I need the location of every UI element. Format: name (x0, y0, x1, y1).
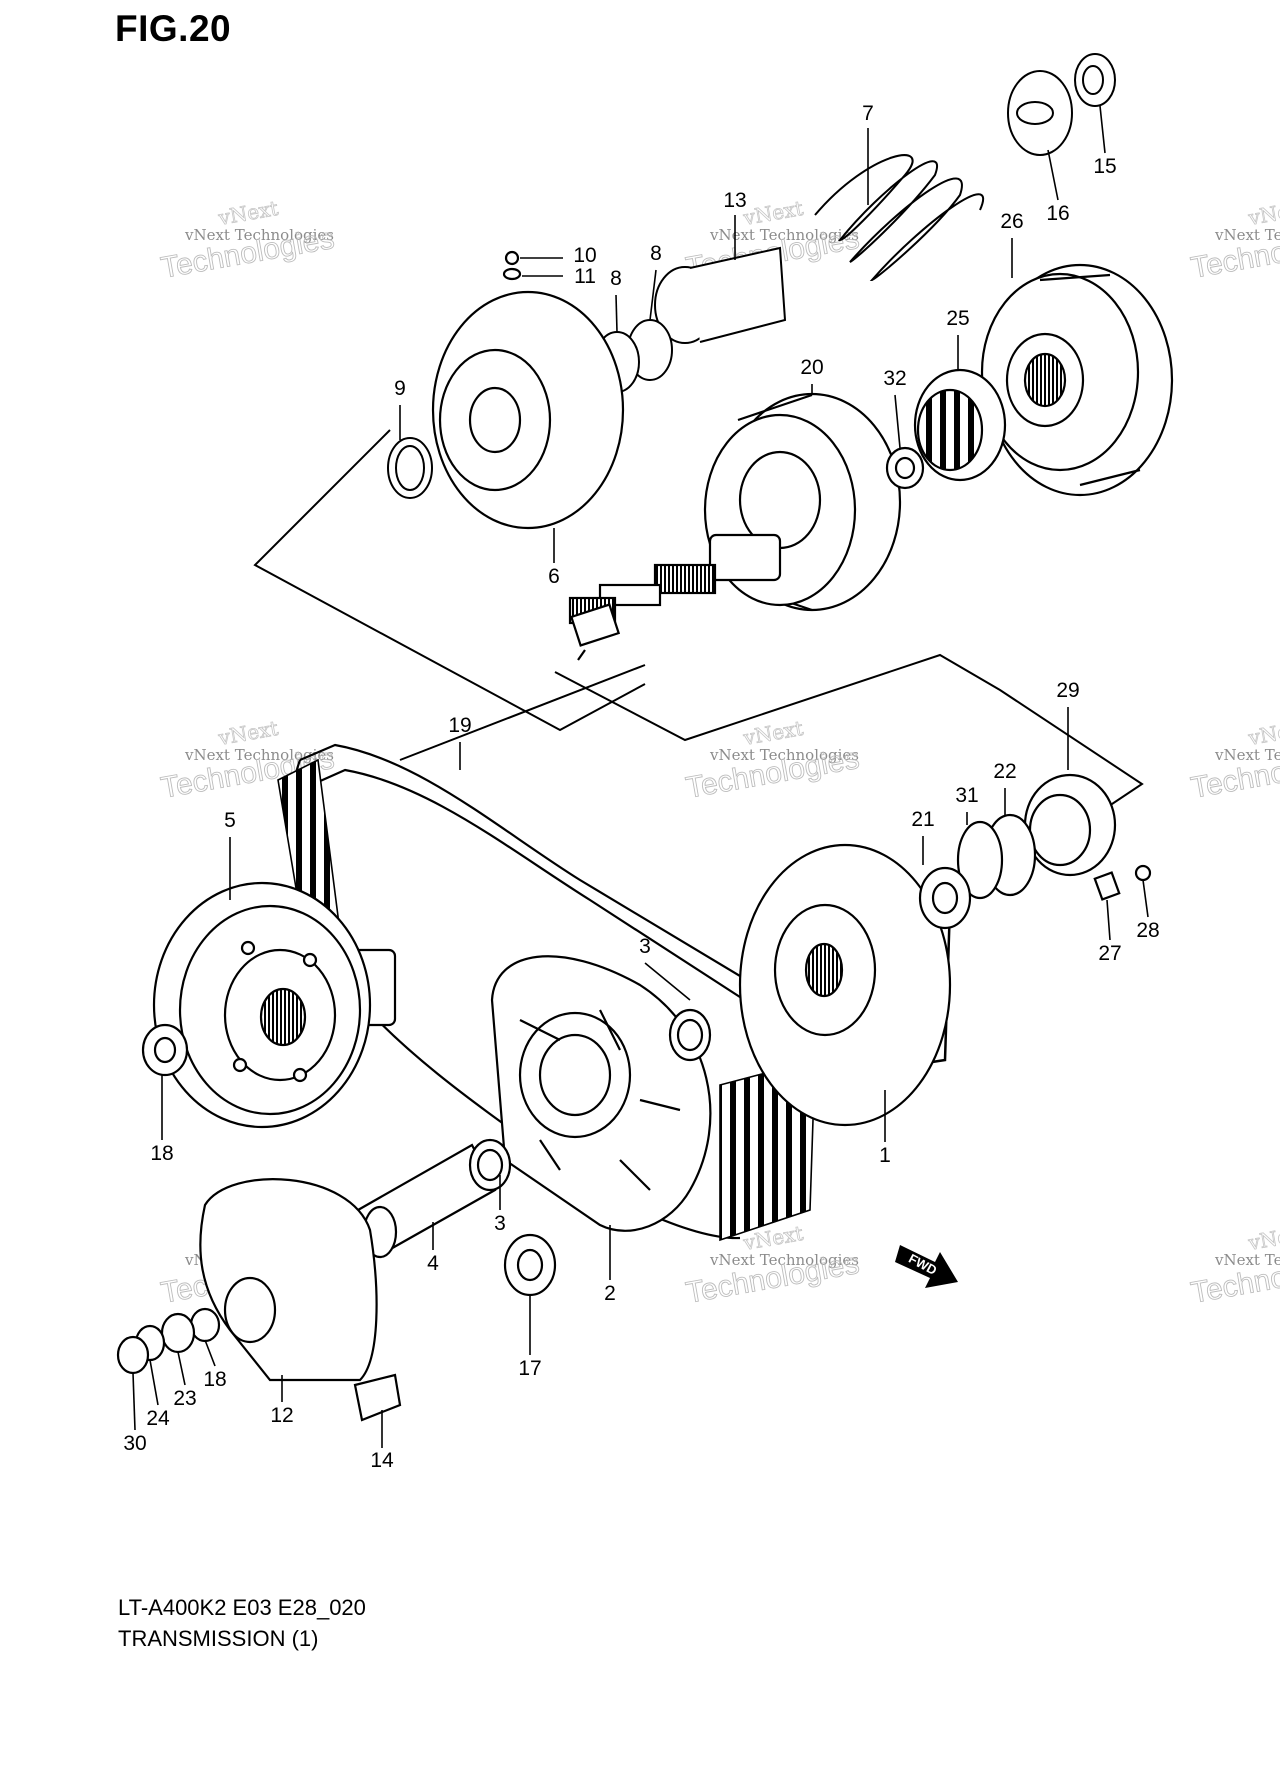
callout-part-p20: 20 (800, 356, 823, 379)
leader-line-p27 (1106, 899, 1111, 941)
watermark-company: vNext Technologies (709, 226, 859, 244)
callout-part-p16: 16 (1046, 202, 1069, 225)
callout-part-p30: 30 (123, 1432, 146, 1455)
callout-part-p21: 21 (911, 808, 934, 831)
diagram-caption: LT-A400K2 E03 E28_020 TRANSMISSION (1) (118, 1592, 366, 1654)
bearing-set-right (918, 773, 1152, 930)
leader-line-p18b (204, 1339, 216, 1367)
figure-title: FIG.20 (115, 8, 232, 49)
callout-part-p8b: 8 (650, 242, 662, 265)
spring-and-collar-assembly (387, 53, 1116, 499)
callout-part-p3a: 3 (639, 935, 651, 958)
leader-line-p24 (149, 1359, 159, 1406)
part-callouts: 1233456788910111213141516171818192021222… (123, 102, 1159, 1472)
watermark-company: vNext Technologies (1214, 746, 1280, 764)
watermark-company: vNext Technologies (184, 226, 334, 244)
leader-line-p30 (132, 1372, 136, 1431)
movable-drive-face (490, 955, 712, 1232)
leader-line-p23 (177, 1351, 186, 1386)
watermark-top: vNext (741, 196, 805, 230)
watermark-company: vNext Technologies (709, 1251, 859, 1269)
callout-part-p12: 12 (270, 1404, 293, 1427)
watermark-top: vNext (216, 196, 280, 230)
leader-line-p3a (644, 962, 691, 1001)
callout-part-p26: 26 (1000, 210, 1023, 233)
callout-part-p24: 24 (146, 1407, 170, 1430)
callout-part-p14: 14 (370, 1449, 394, 1472)
callout-part-p8a: 8 (610, 267, 622, 290)
callout-part-p15: 15 (1093, 155, 1116, 178)
leader-lines (132, 105, 1149, 1448)
assembly-guide-lines (253, 429, 1144, 823)
callout-part-p3b: 3 (494, 1212, 506, 1235)
callout-part-p27: 27 (1098, 942, 1121, 965)
watermark-top: vNext (216, 716, 280, 750)
callout-part-p29: 29 (1056, 679, 1079, 702)
callout-part-p28: 28 (1136, 919, 1159, 942)
callout-part-p13: 13 (723, 189, 746, 212)
section-title: TRANSMISSION (1) (118, 1626, 319, 1651)
watermark-company: vNext Technologies (1214, 1251, 1280, 1269)
fwd-arrow-icon: FWD (895, 1245, 958, 1288)
bottom-left-parts (116, 1008, 712, 1422)
leader-line-p32 (894, 394, 901, 449)
leader-line-p15 (1099, 105, 1106, 154)
watermark-top: vNext (1246, 716, 1280, 750)
callout-part-p1: 1 (879, 1144, 891, 1167)
callout-part-p23: 23 (173, 1387, 196, 1410)
drive-face (738, 843, 952, 1127)
leader-line-p16 (1047, 149, 1059, 201)
callout-part-p9: 9 (394, 377, 406, 400)
leader-line-p28 (1142, 879, 1149, 918)
clutch-housing-assembly (568, 392, 902, 661)
callout-part-p18a: 18 (150, 1142, 173, 1165)
callout-part-p7: 7 (862, 102, 874, 125)
callout-part-p25: 25 (946, 307, 969, 330)
driven-face-assembly (152, 881, 397, 1129)
watermark-company: vNext Technologies (1214, 226, 1280, 244)
watermark-top: vNext (741, 716, 805, 750)
callout-part-p19: 19 (448, 714, 471, 737)
callout-part-p32: 32 (883, 367, 906, 390)
leader-line-p8b (649, 269, 657, 321)
watermark-company: vNext Technologies (709, 746, 859, 764)
callout-part-p10: 10 (573, 244, 596, 267)
callout-part-p6: 6 (548, 565, 560, 588)
callout-part-p18b: 18 (203, 1368, 226, 1391)
callout-part-p4: 4 (427, 1252, 439, 1275)
model-code: LT-A400K2 E03 E28_020 (118, 1595, 366, 1620)
callout-part-p31: 31 (955, 784, 978, 807)
callout-part-p11: 11 (574, 265, 596, 288)
watermark-company: vNext Technologies (184, 746, 334, 764)
callout-part-p5: 5 (224, 809, 236, 832)
callout-part-p2: 2 (604, 1282, 616, 1305)
callout-part-p22: 22 (993, 760, 1016, 783)
driven-plate (431, 250, 625, 530)
watermark-top: vNext (1246, 1221, 1280, 1255)
clutch-shoe-assembly (885, 263, 1174, 497)
leader-line-p8a (615, 294, 618, 333)
watermark-top: vNext (1246, 196, 1280, 230)
callout-part-p17: 17 (518, 1357, 541, 1380)
